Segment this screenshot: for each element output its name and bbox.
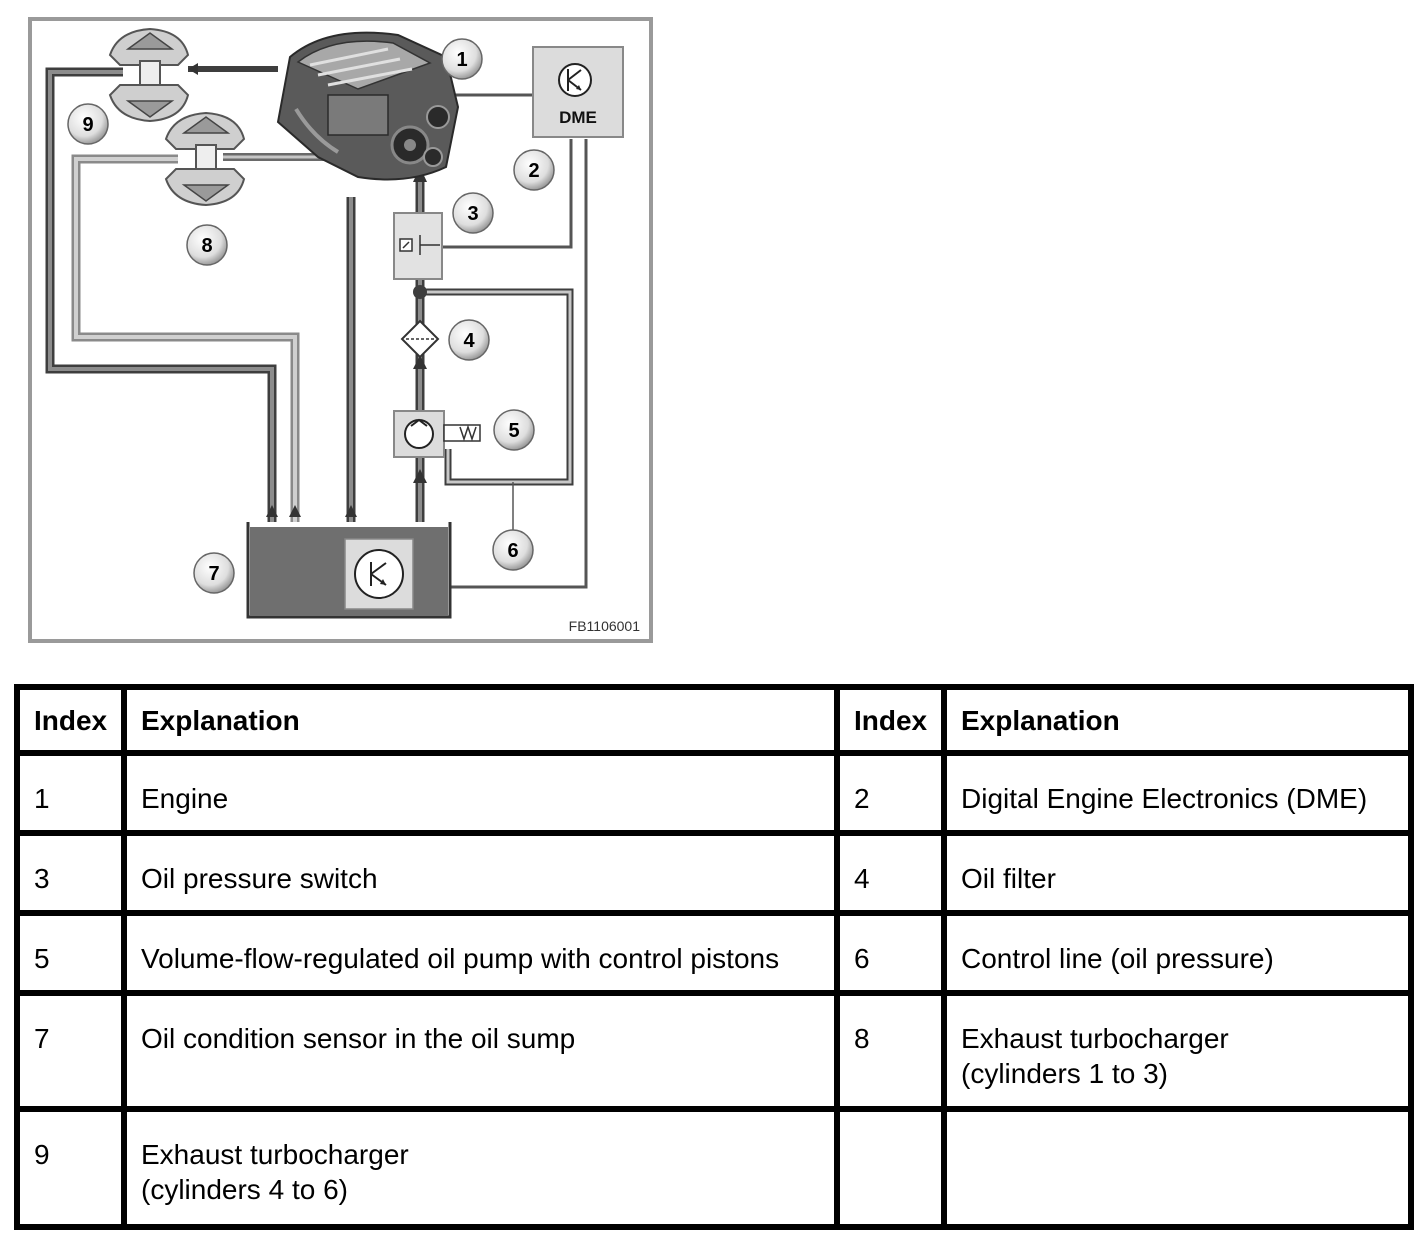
index-cell: 2 (834, 750, 947, 836)
svg-text:1: 1 (456, 49, 467, 71)
oil-filter-icon (400, 319, 440, 359)
explanation-cell: Oil pressure switch (121, 830, 840, 916)
explanation-cell: Exhaust turbocharger (cylinders 1 to 3) (941, 990, 1414, 1112)
header-index-left: Index (14, 684, 127, 756)
callout-6: 6 (492, 529, 534, 571)
explanation-cell (941, 1106, 1414, 1230)
svg-text:7: 7 (208, 563, 219, 585)
table-row: 5 Volume-flow-regulated oil pump with co… (14, 910, 1414, 996)
engine-icon (276, 31, 460, 181)
table-row: 9 Exhaust turbocharger (cylinders 4 to 6… (14, 1106, 1414, 1230)
legend-table: Index Explanation Index Explanation 1 En… (14, 684, 1414, 1230)
explanation-cell: Control line (oil pressure) (941, 910, 1414, 996)
oil-pressure-switch-icon (393, 212, 443, 280)
svg-text:6: 6 (507, 540, 518, 562)
header-index-right: Index (834, 684, 947, 756)
explanation-cell: Volume-flow-regulated oil pump with cont… (121, 910, 840, 996)
dme-label: DME (559, 108, 597, 127)
index-cell: 5 (14, 910, 127, 996)
callout-7: 7 (193, 552, 235, 594)
header-explanation-left: Explanation (121, 684, 840, 756)
header-explanation-right: Explanation (941, 684, 1414, 756)
callout-2: 2 (513, 149, 555, 191)
callout-8: 8 (186, 224, 228, 266)
callout-5: 5 (493, 409, 535, 451)
feed-line-turbo-9 (188, 63, 278, 75)
turbocharger-9-icon (108, 27, 190, 123)
turbocharger-8-icon (164, 111, 246, 207)
index-cell: 1 (14, 750, 127, 836)
table-row: 7 Oil condition sensor in the oil sump 8… (14, 990, 1414, 1112)
svg-text:2: 2 (528, 160, 539, 182)
dme-unit-icon: DME (532, 46, 624, 138)
explanation-cell: Exhaust turbocharger (cylinders 4 to 6) (121, 1106, 840, 1230)
oil-sump-icon (246, 522, 452, 619)
table-row: 1 Engine 2 Digital Engine Electronics (D… (14, 750, 1414, 836)
index-cell (834, 1106, 947, 1230)
callout-3: 3 (452, 192, 494, 234)
index-cell: 4 (834, 830, 947, 916)
explanation-cell: Oil condition sensor in the oil sump (121, 990, 840, 1112)
svg-text:8: 8 (201, 235, 212, 257)
svg-text:5: 5 (508, 420, 519, 442)
explanation-cell: Oil filter (941, 830, 1414, 916)
explanation-cell: Engine (121, 750, 840, 836)
svg-text:4: 4 (463, 330, 475, 352)
table-header-row: Index Explanation Index Explanation (14, 684, 1414, 756)
index-cell: 6 (834, 910, 947, 996)
index-cell: 8 (834, 990, 947, 1112)
svg-text:3: 3 (467, 203, 478, 225)
index-cell: 9 (14, 1106, 127, 1230)
svg-text:9: 9 (82, 114, 93, 136)
callout-4: 4 (448, 319, 490, 361)
oil-pump-icon (393, 410, 481, 458)
oil-circuit-diagram: DME 1 2 3 4 (28, 17, 653, 643)
table-row: 3 Oil pressure switch 4 Oil filter (14, 830, 1414, 916)
figure-code: FB1106001 (569, 618, 641, 634)
return-line-turbo-8 (71, 154, 300, 522)
return-line-turbo-9 (45, 67, 277, 522)
explanation-cell: Digital Engine Electronics (DME) (941, 750, 1414, 836)
control-line (420, 288, 574, 486)
index-cell: 7 (14, 990, 127, 1112)
index-cell: 3 (14, 830, 127, 916)
electric-lines (440, 93, 588, 589)
callout-9: 9 (67, 103, 109, 145)
callout-1: 1 (441, 38, 483, 80)
